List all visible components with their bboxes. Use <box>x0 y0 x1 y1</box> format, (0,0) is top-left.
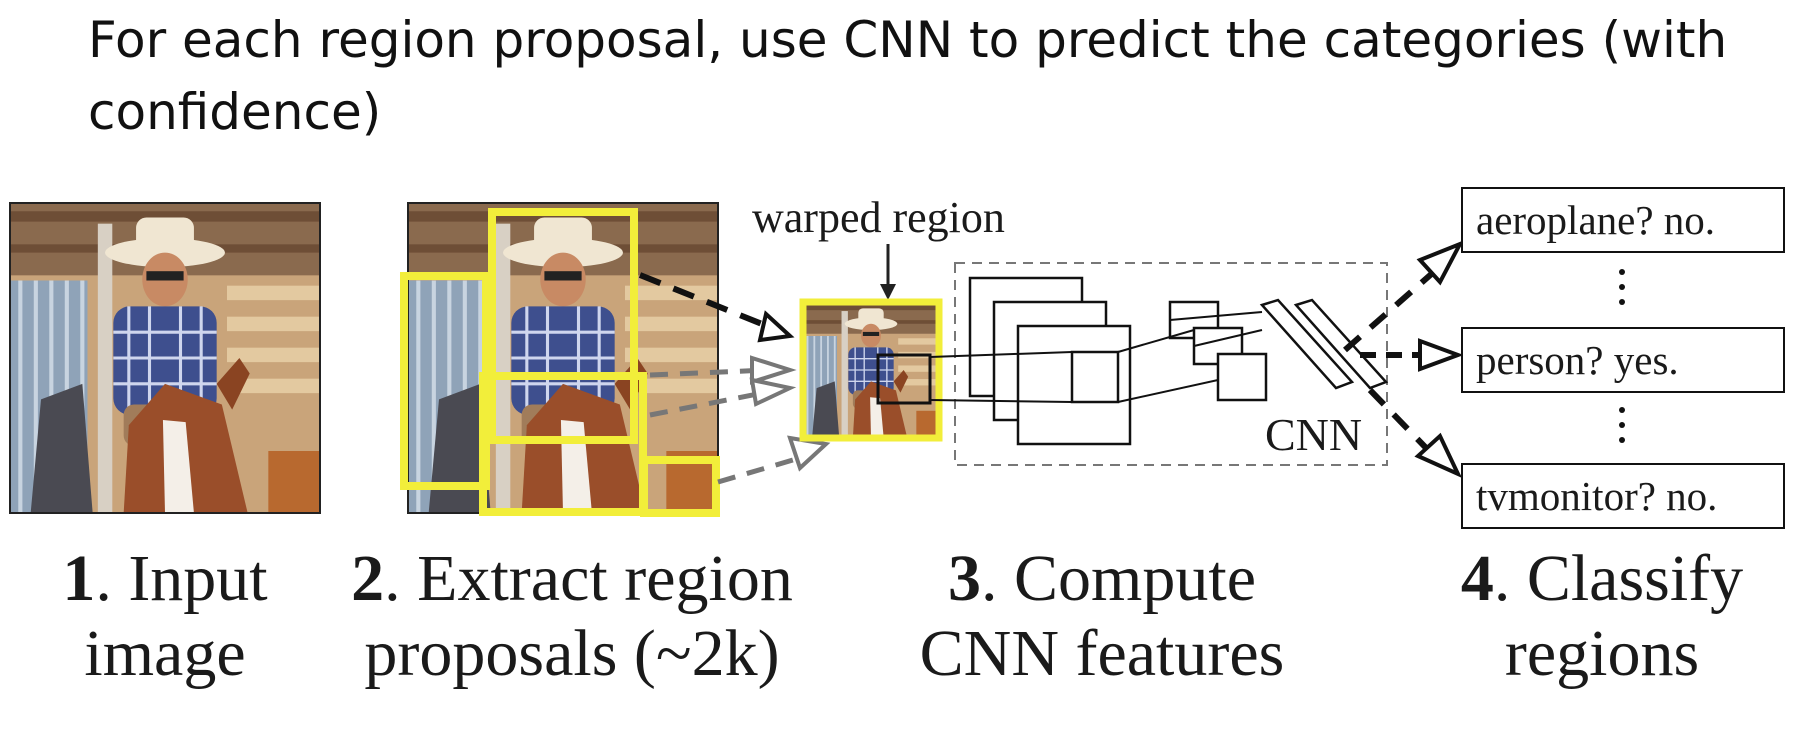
cnn-block <box>954 262 1388 466</box>
output-box-tvmonitor <box>1461 463 1785 529</box>
step-caption-1: 1. Input image <box>62 542 267 690</box>
svg-text:4. Classify: 4. Classify <box>1461 542 1743 615</box>
output-text-tvmonitor: tvmonitor? no. <box>1476 473 1717 519</box>
vertical-ellipsis-top <box>1619 269 1625 305</box>
step-caption-4: 4. Classify regions <box>1461 542 1743 690</box>
svg-text:1. Input: 1. Input <box>62 542 267 615</box>
receptive-field-box <box>876 353 932 405</box>
svg-text:3. Compute: 3. Compute <box>948 542 1256 615</box>
step-number: 2 <box>351 542 384 615</box>
step-number: 1 <box>62 542 95 615</box>
step-number: 4 <box>1461 542 1494 615</box>
step-number: 3 <box>948 542 981 615</box>
step-line1: . Input <box>95 542 267 615</box>
warped-region-image <box>799 298 943 442</box>
step-line1: . Compute <box>981 542 1256 615</box>
step-line2: regions <box>1505 617 1699 690</box>
proposal-box-tall <box>488 208 638 444</box>
input-image <box>9 202 321 514</box>
step-caption-2: 2. Extract region proposals (~2k) <box>351 542 793 690</box>
step-line1: . Classify <box>1494 542 1743 615</box>
output-text-aeroplane: aeroplane? no. <box>1476 197 1715 243</box>
step-caption-3: 3. Compute CNN features <box>920 542 1285 690</box>
cnn-label: CNN <box>1265 409 1362 460</box>
proposals-image <box>407 202 719 514</box>
output-box-person <box>1461 327 1785 393</box>
step-line2: image <box>84 617 245 690</box>
proposal-box-small <box>640 456 720 517</box>
cnn-layers <box>968 276 1389 446</box>
classifier-arrows <box>1343 240 1465 479</box>
step-line1: . Extract region <box>384 542 793 615</box>
warped-region-label: warped region <box>752 193 1005 242</box>
step-line2: proposals (~2k) <box>364 617 779 690</box>
step-line2: CNN features <box>920 617 1285 690</box>
vertical-ellipsis-bottom <box>1619 407 1625 443</box>
output-text-person: person? yes. <box>1476 337 1679 383</box>
proposal-box-wide <box>479 372 647 516</box>
svg-text:2. Extract region: 2. Extract region <box>351 542 793 615</box>
cnn-connections <box>929 311 1263 403</box>
slide-title: For each region proposal, use CNN to pre… <box>88 11 1728 141</box>
output-box-aeroplane <box>1461 187 1785 253</box>
